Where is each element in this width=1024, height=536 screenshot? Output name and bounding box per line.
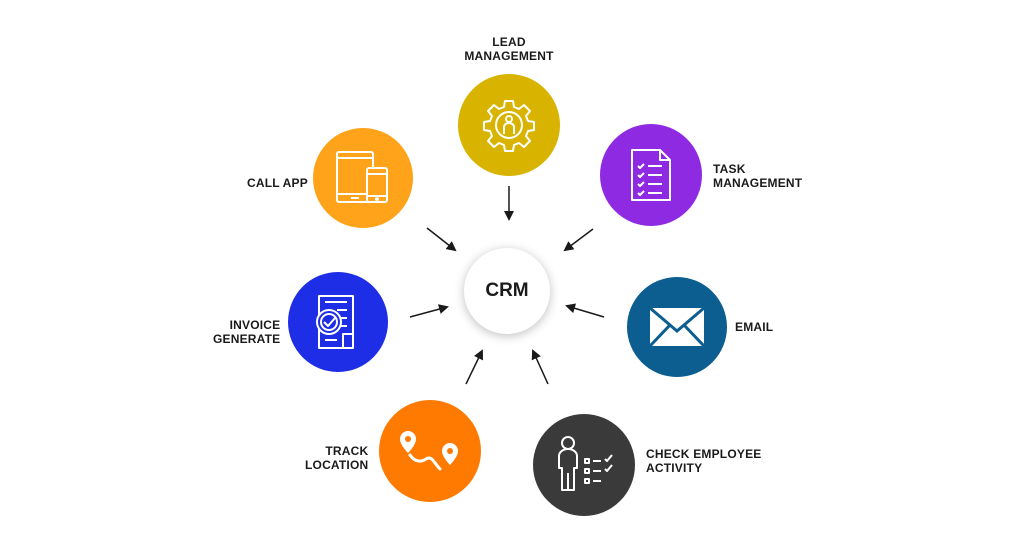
call-app-node [313, 128, 413, 228]
crm-label: CRM [485, 280, 529, 301]
person-checklist-icon [553, 435, 615, 495]
invoice-check-icon [313, 294, 363, 350]
arrow-invoice [409, 304, 449, 318]
lead-management-label: LEAD MANAGEMENT [464, 35, 554, 63]
track-location-node [379, 400, 481, 502]
route-pins-icon [398, 429, 462, 473]
arrow-call [426, 227, 457, 252]
check-employee-activity-label: CHECK EMPLOYEE ACTIVITY [646, 447, 762, 475]
gear-person-icon [481, 97, 537, 153]
arrow-email [565, 303, 605, 318]
checklist-icon [628, 147, 674, 203]
tablet-phone-icon [335, 150, 391, 206]
lead-management-node [458, 74, 560, 176]
arrow-task [563, 228, 594, 252]
arrow-track [465, 349, 484, 385]
email-label: EMAIL [735, 320, 774, 334]
crm-center-node: CRM [464, 248, 550, 334]
task-management-node [600, 124, 702, 226]
invoice-generate-label: INVOICE GENERATE [213, 318, 281, 346]
check-employee-activity-node [533, 414, 635, 516]
envelope-icon [649, 307, 705, 347]
call-app-label: CALL APP [247, 176, 308, 190]
email-node [627, 277, 727, 377]
task-management-label: TASK MANAGEMENT [713, 162, 803, 190]
track-location-label: TRACK LOCATION [305, 444, 369, 472]
arrow-employee [531, 349, 549, 385]
invoice-generate-node [288, 272, 388, 372]
